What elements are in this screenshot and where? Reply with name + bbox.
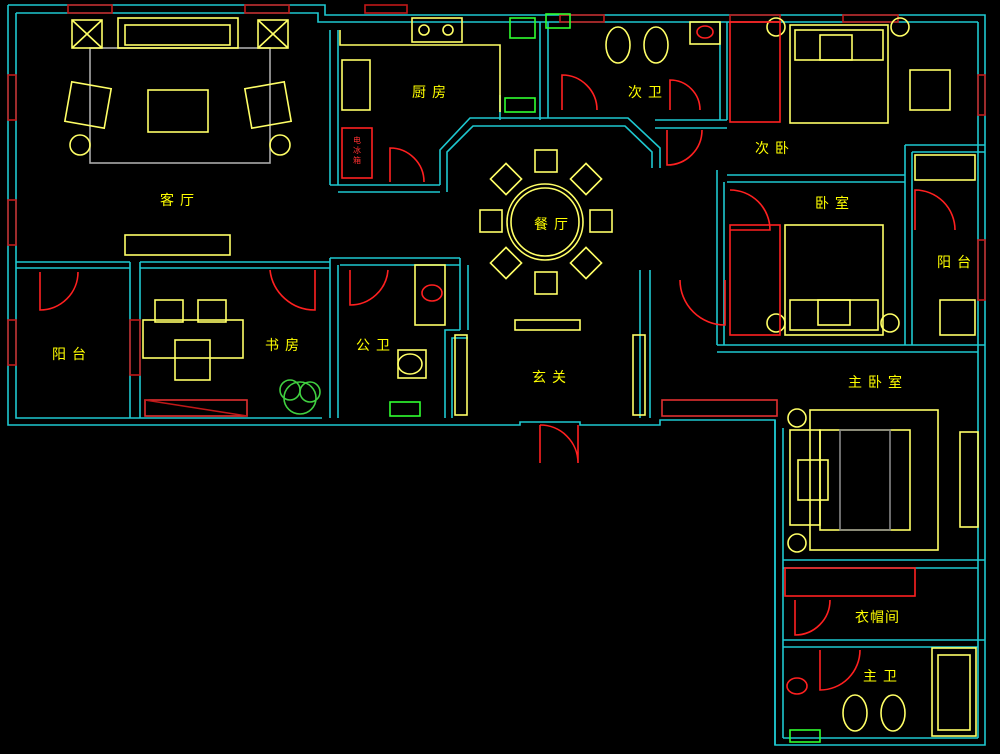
fridge-label: 电冰箱	[353, 136, 361, 165]
room-label-second-bedroom: 次卧	[755, 141, 795, 157]
room-label-dining: 餐厅	[534, 217, 574, 233]
room-label-master-bath: 主卫	[863, 669, 903, 685]
kitchen-furniture	[339, 17, 536, 179]
room-label-kitchen: 厨房	[412, 85, 452, 101]
living-room-furniture	[63, 17, 293, 256]
room-label-master-bedroom: 主卧室	[848, 375, 908, 391]
room-label-public-bath: 公卫	[356, 338, 396, 354]
room-label-living: 客厅	[160, 193, 200, 209]
study-furniture	[142, 299, 321, 415]
room-label-balcony-right: 阳台	[937, 255, 977, 271]
room-label-study: 书房	[265, 338, 305, 354]
dining-table	[479, 149, 613, 331]
room-label-entrance: 玄关	[532, 370, 572, 386]
second-bath-fixtures	[545, 13, 721, 64]
walls	[7, 4, 986, 746]
room-label-second-bath: 次卫	[628, 85, 668, 101]
master-bedroom-furniture	[784, 408, 979, 597]
room-label-balcony-left: 阳台	[52, 347, 92, 363]
public-bath-fixtures	[389, 264, 646, 417]
bedroom-furniture	[729, 154, 976, 336]
master-bath-fixtures	[786, 647, 977, 743]
doors	[39, 74, 956, 691]
outer-wall	[7, 4, 986, 746]
room-label-cloakroom: 衣帽间	[855, 610, 900, 626]
room-label-bedroom: 卧室	[815, 196, 855, 212]
second-bedroom-furniture	[729, 17, 951, 124]
